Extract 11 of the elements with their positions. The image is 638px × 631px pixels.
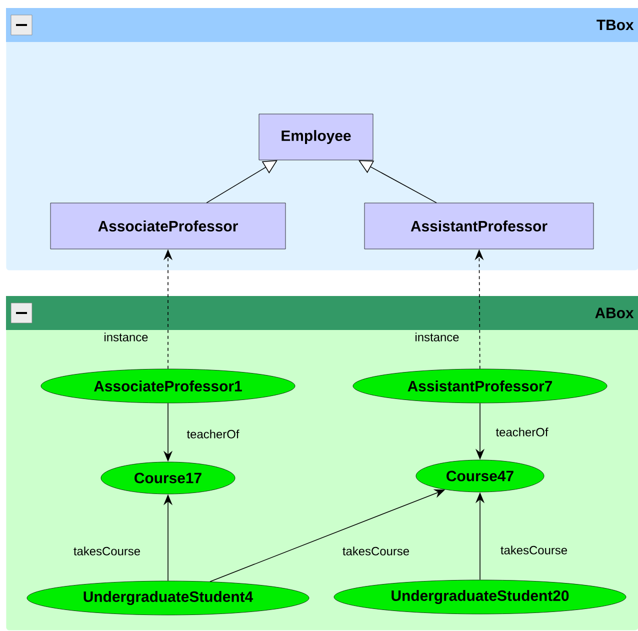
edge-label: teacherOf xyxy=(186,430,240,438)
class-box: AssistantProfessor xyxy=(364,202,594,250)
class-box: Employee xyxy=(258,114,374,160)
class-box: AssociateProfessor xyxy=(50,202,286,250)
inheritance-arrow xyxy=(206,160,278,204)
edge-label: teacherOf xyxy=(496,428,548,436)
edge-label: instance xyxy=(416,332,459,342)
edge-label: instance xyxy=(104,332,148,342)
edge-label: takesCourse xyxy=(342,546,410,556)
edge-label: takesCourse xyxy=(74,546,140,556)
edge-label: takesCourse xyxy=(500,546,568,554)
